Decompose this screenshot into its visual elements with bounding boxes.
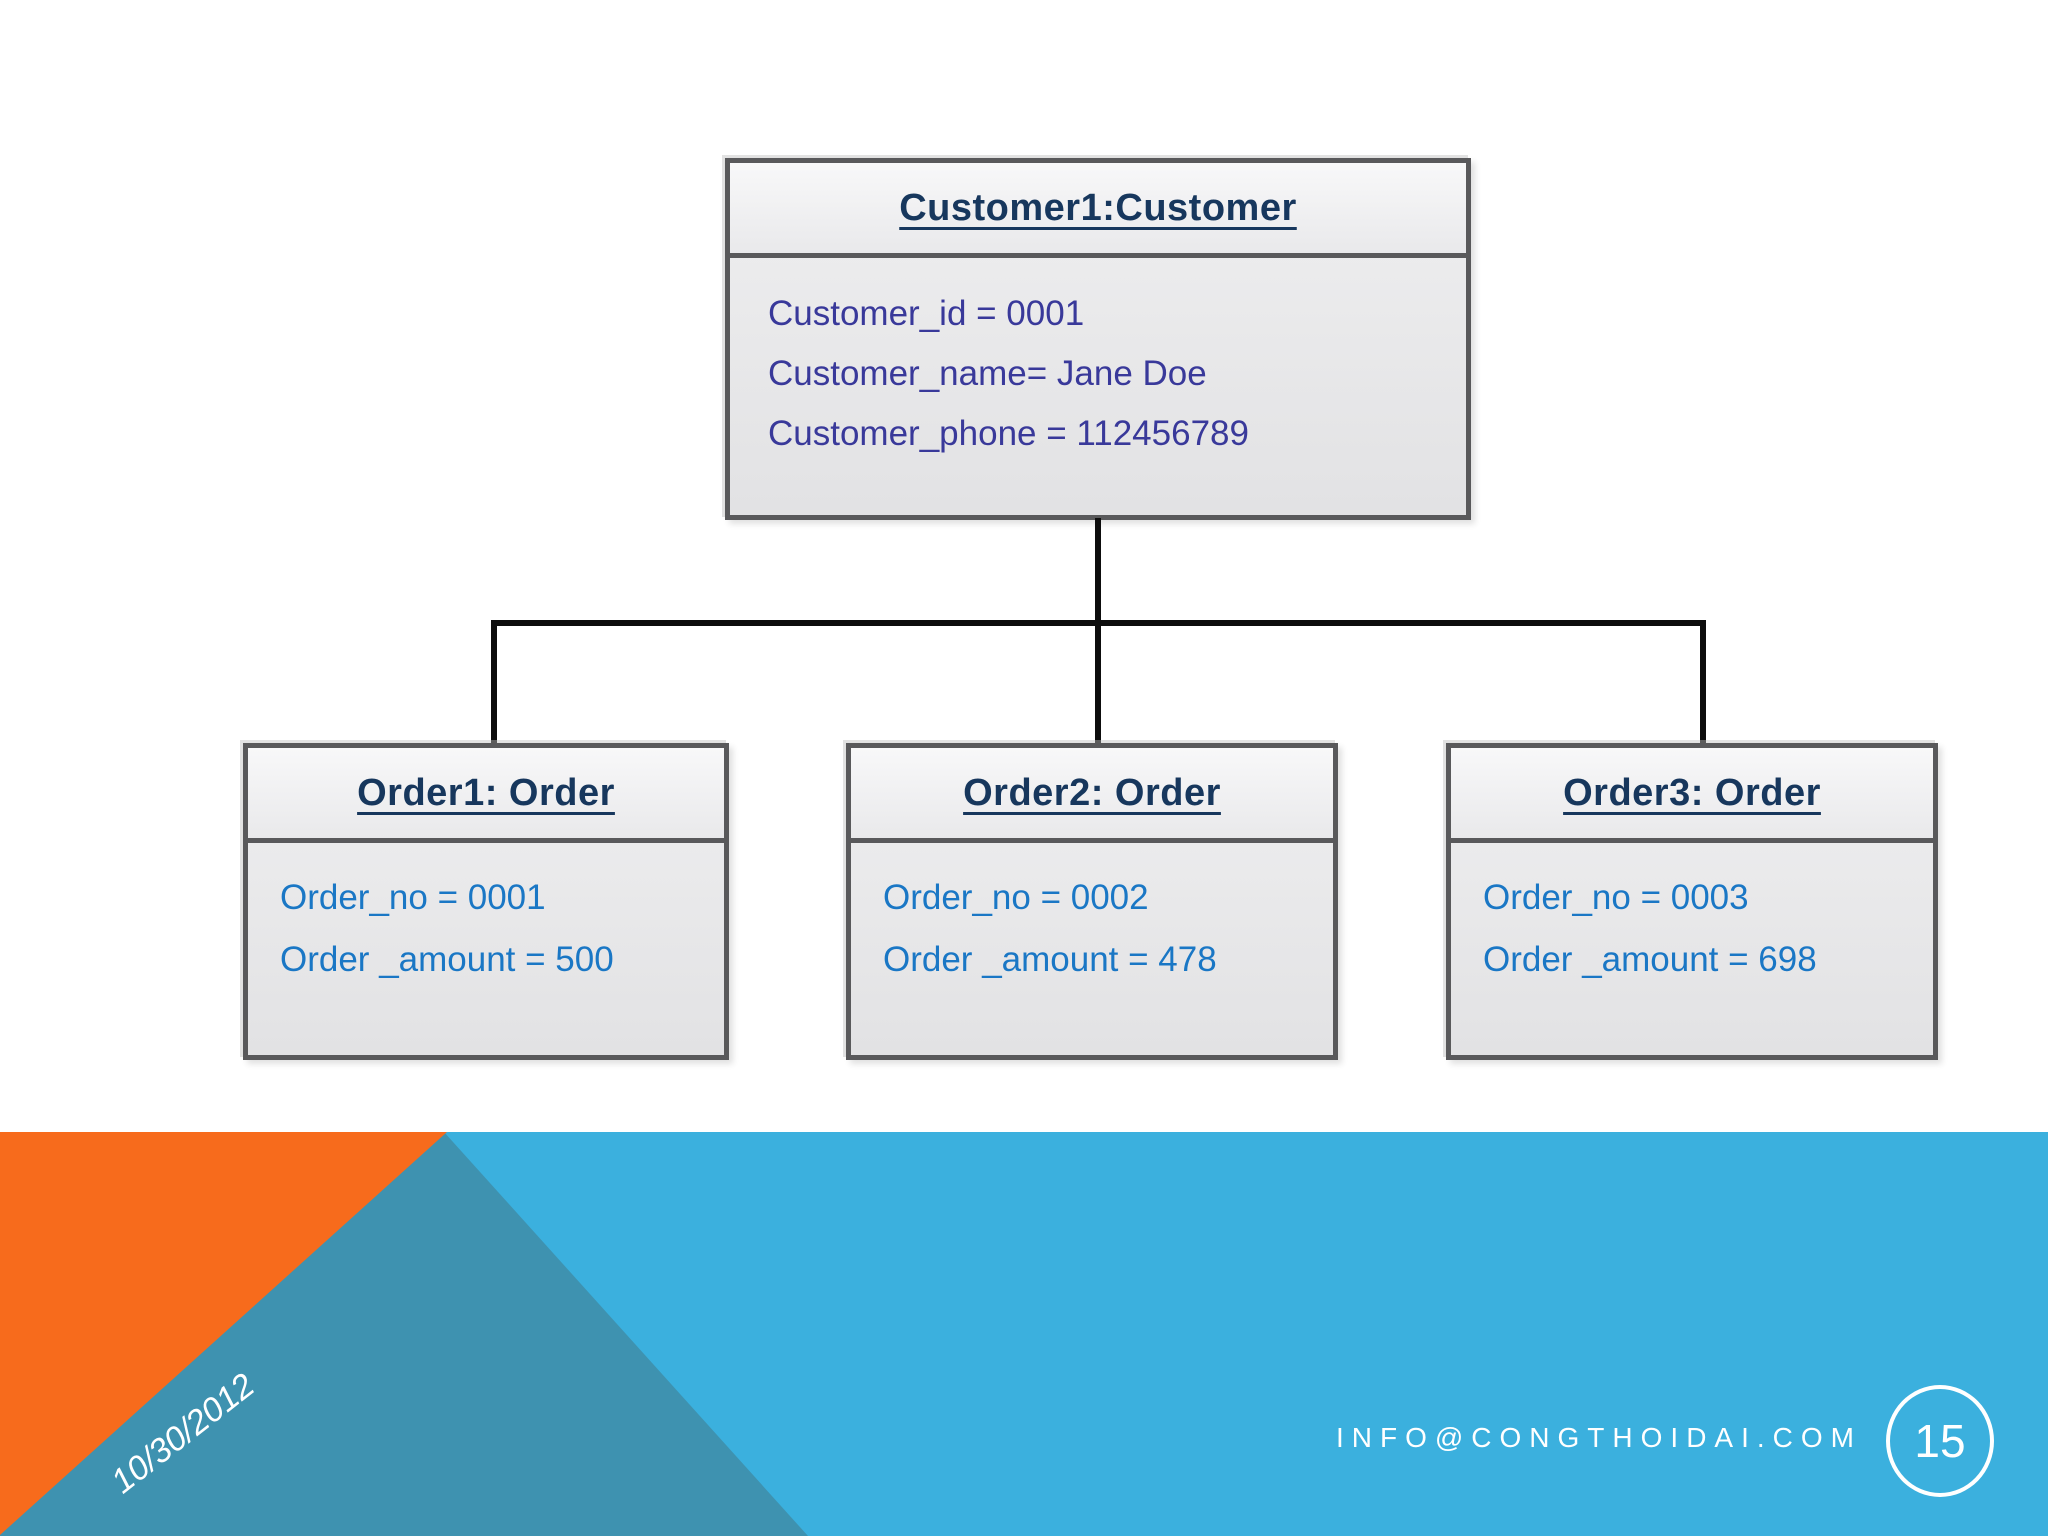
order2-object-header: Order2: Order [851,748,1333,843]
customer-object-header: Customer1:Customer [730,163,1466,258]
footer-email: INFO@CONGTHOIDAI.COM [1336,1422,1862,1453]
customer-field-name: Customer_name= Jane Doe [768,354,1207,393]
order2-object-title: Order2: Order [963,771,1221,814]
order2-object-box: Order2: Order Order_no = 0002 Order _amo… [846,743,1338,1060]
customer-field-id: Customer_id = 0001 [768,294,1085,333]
order3-field-amount: Order _amount = 698 [1483,940,1817,979]
order3-object-body: Order_no = 0003 Order _amount = 698 [1451,843,1933,991]
order1-object-body: Order_no = 0001 Order _amount = 500 [248,843,724,991]
order1-object-header: Order1: Order [248,748,724,843]
customer-field-phone: Customer_phone = 112456789 [768,414,1249,453]
order1-field-no: Order_no = 0001 [280,878,546,917]
footer-band: 10/30/2012 INFO@CONGTHOIDAI.COM 15 [0,1132,2048,1536]
connector-riser-2 [1095,620,1101,743]
order1-object-title: Order1: Order [357,771,615,814]
page-number-badge: 15 [1886,1385,1994,1497]
order3-object-header: Order3: Order [1451,748,1933,843]
connector-riser-3 [1700,620,1706,743]
connector-riser-1 [491,620,497,743]
order3-object-title: Order3: Order [1563,771,1821,814]
customer-object-body: Customer_id = 0001 Customer_name= Jane D… [730,258,1466,464]
customer-object-title: Customer1:Customer [899,186,1297,229]
page-number: 15 [1914,1415,1966,1467]
customer-object-box: Customer1:Customer Customer_id = 0001 Cu… [725,158,1471,520]
order2-field-amount: Order _amount = 478 [883,940,1217,979]
order3-object-box: Order3: Order Order_no = 0003 Order _amo… [1446,743,1938,1060]
order2-object-body: Order_no = 0002 Order _amount = 478 [851,843,1333,991]
connector-trunk [1095,518,1101,626]
order1-field-amount: Order _amount = 500 [280,940,614,979]
order3-field-no: Order_no = 0003 [1483,878,1749,917]
order1-object-box: Order1: Order Order_no = 0001 Order _amo… [243,743,729,1060]
order2-field-no: Order_no = 0002 [883,878,1149,917]
